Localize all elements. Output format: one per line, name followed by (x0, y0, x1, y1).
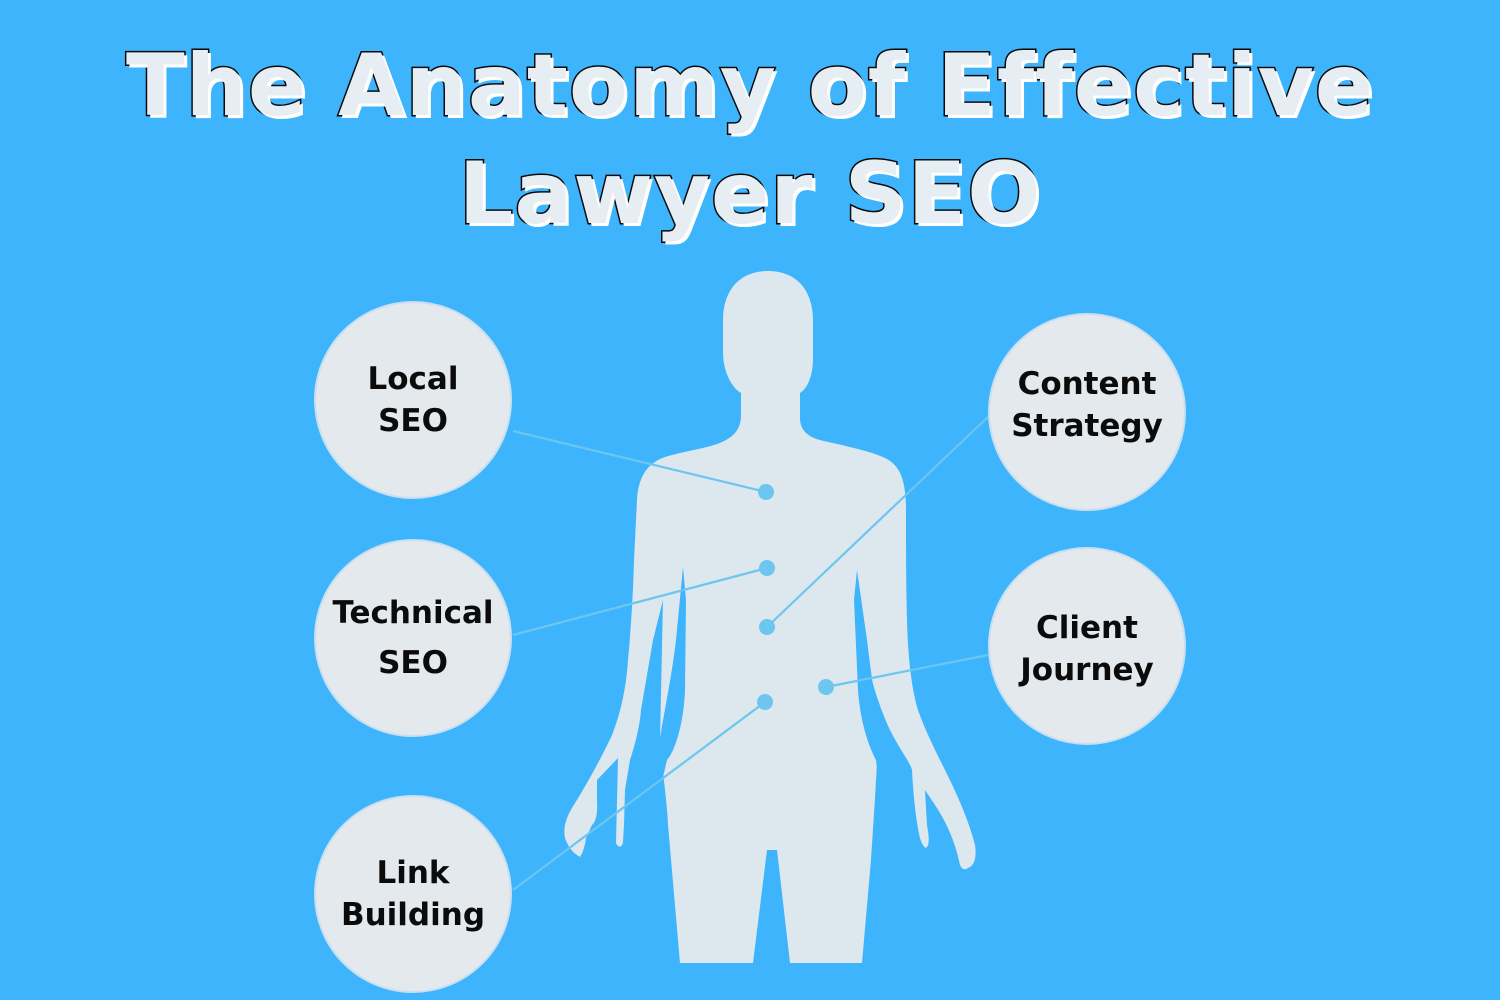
bubble-client-journey: Client Journey (988, 547, 1186, 745)
bubble-label-line2: Building (340, 897, 486, 933)
dot-content-strategy-icon (759, 619, 775, 635)
bubble-label-line1: Link (376, 855, 450, 891)
bubble-label-line2: SEO (378, 403, 448, 439)
connector-dots (757, 484, 834, 710)
bubble-technical-seo: Technical SEO (314, 539, 512, 737)
bubble-label-line2: Strategy (1011, 408, 1163, 444)
connector-client-journey (825, 653, 989, 689)
dot-link-building-icon (757, 694, 773, 710)
bubble-label-line1: Content (1017, 366, 1157, 402)
bubble-content-strategy: Content Strategy (988, 313, 1186, 511)
connector-link-building (512, 701, 766, 891)
human-silhouette-icon (564, 271, 976, 963)
bubble-link-building: Link Building (314, 795, 512, 993)
bubble-label-line2: SEO (378, 645, 448, 681)
connector-local-seo (512, 429, 767, 494)
bubble-label-line1: Technical (332, 595, 494, 631)
connector-technical-seo (512, 566, 768, 637)
dot-local-seo-icon (758, 484, 774, 500)
bubble-label-line1: Local (367, 361, 459, 397)
connector-lines (512, 414, 991, 891)
connector-content-strategy (766, 414, 991, 628)
bubble-local-seo: Local SEO (314, 301, 512, 499)
bubble-label-line2: Journey (1020, 652, 1154, 688)
dot-technical-seo-icon (759, 560, 775, 576)
arm-gap-shapes (657, 567, 883, 790)
dot-client-journey-icon (818, 679, 834, 695)
title-line-1: The Anatomy of Effective (124, 35, 1375, 138)
title-line-2: Lawyer SEO (457, 143, 1042, 246)
bubble-label-line1: Client (1036, 610, 1138, 646)
